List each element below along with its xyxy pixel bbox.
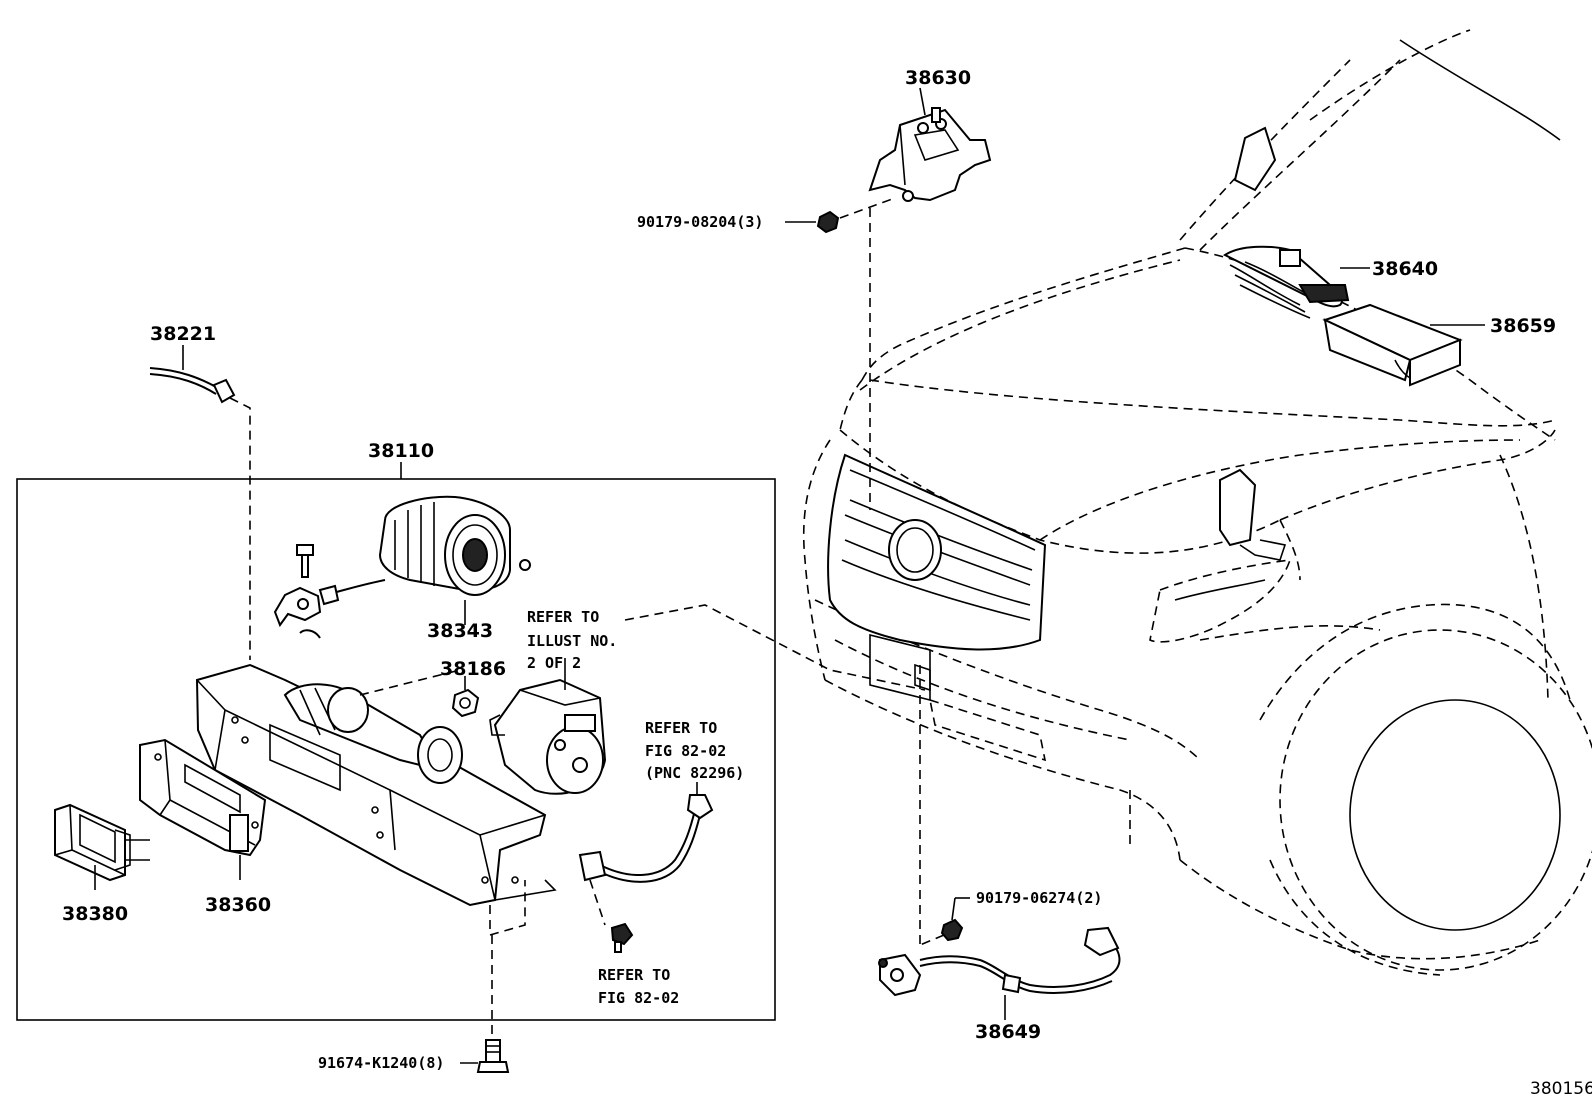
assembly-38110-frame: [16, 478, 776, 1021]
part-38186-nut: [451, 688, 480, 718]
label-38630: 38630: [905, 67, 971, 89]
label-38186: 38186: [440, 658, 506, 680]
part-38649-switch-harness: [878, 926, 1121, 997]
label-38640: 38640: [1372, 258, 1438, 280]
part-90179-06274-nut: [940, 918, 964, 942]
note-refer-fig-pnc-line1: REFER TO: [645, 719, 717, 737]
bolt-and-clip: [273, 544, 322, 639]
note-refer-illust-line3: 2 OF 2: [527, 654, 581, 672]
label-91674-K1240: 91674-K1240(8): [318, 1054, 444, 1072]
bolt-fig82: [610, 922, 634, 953]
note-refer-illust-line1: REFER TO: [527, 608, 599, 626]
label-38221: 38221: [150, 323, 216, 345]
winch-motor: [489, 678, 607, 795]
label-38110: 38110: [368, 440, 434, 462]
part-38380-roller-bracket: [54, 803, 150, 882]
note-refer-fig-pnc: REFER TO FIG 82-02 (PNC 82296): [645, 719, 744, 782]
label-38649: 38649: [975, 1021, 1041, 1043]
note-refer-illust-line2: ILLUST NO.: [527, 632, 617, 650]
part-91674-bolt: [476, 1039, 510, 1073]
ground-cable: [578, 794, 714, 883]
label-38659: 38659: [1490, 315, 1556, 337]
note-refer-illust: REFER TO ILLUST NO. 2 OF 2: [527, 608, 617, 672]
vehicle-outline: [802, 29, 1592, 976]
label-90179-08204: 90179-08204(3): [637, 213, 763, 231]
note-refer-fig-line1: REFER TO: [598, 966, 670, 984]
winch-frame: [195, 663, 557, 907]
label-38343: 38343: [427, 620, 493, 642]
part-38659-case: [1322, 303, 1463, 387]
part-38221-cable: [149, 367, 236, 404]
part-38630-bracket: [868, 107, 992, 202]
part-38343-drum: [318, 495, 531, 606]
label-38360: 38360: [205, 894, 271, 916]
note-refer-fig-pnc-line2: FIG 82-02: [645, 742, 726, 760]
note-refer-fig-pnc-line3: (PNC 82296): [645, 764, 744, 782]
note-refer-fig: REFER TO FIG 82-02: [598, 966, 679, 1007]
part-38360-fairlead: [139, 738, 267, 857]
figure-id: 380156: [1530, 1079, 1592, 1099]
label-38380: 38380: [62, 903, 128, 925]
note-refer-fig-line2: FIG 82-02: [598, 989, 679, 1007]
part-38640-harness: [1223, 245, 1350, 319]
label-90179-06274: 90179-06274(2): [976, 889, 1102, 907]
part-90179-08204-nut: [816, 210, 840, 234]
